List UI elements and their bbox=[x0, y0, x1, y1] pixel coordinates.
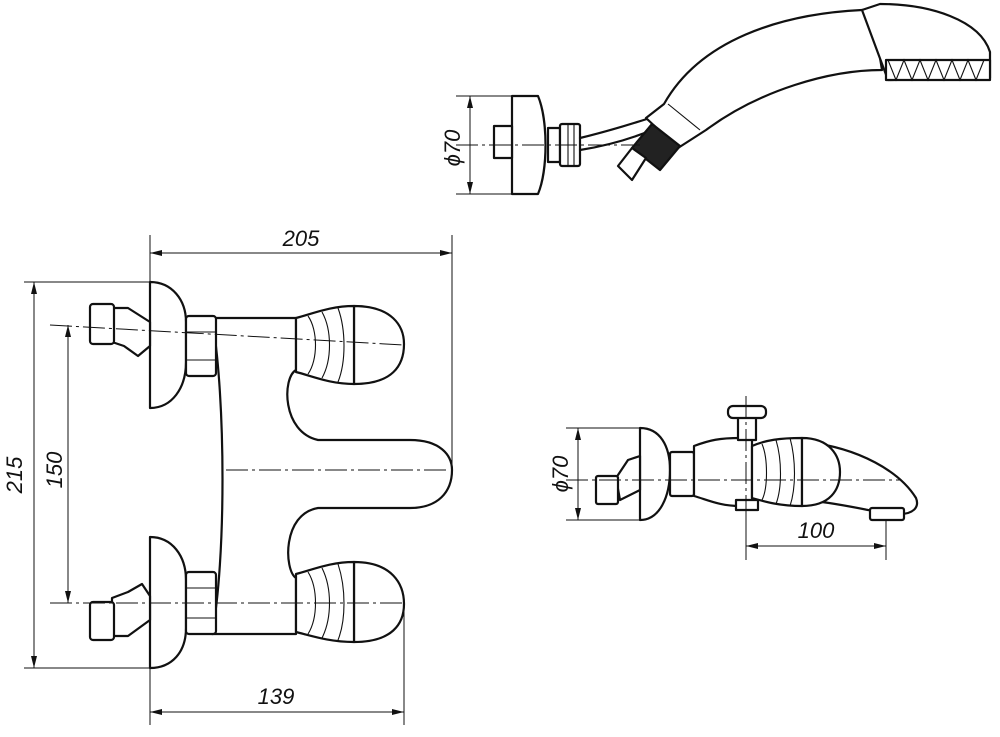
shower-connector-block bbox=[630, 122, 682, 172]
side-view-dimensions: ϕ70 100 bbox=[548, 427, 887, 560]
diverter-knob bbox=[726, 404, 768, 420]
shower-hose bbox=[578, 116, 652, 140]
shower-head-nozzles bbox=[884, 58, 992, 82]
top-hex-nut bbox=[184, 314, 218, 378]
bottom-handle-knob bbox=[352, 560, 406, 644]
front-view-dimensions: 205 215 150 139 bbox=[2, 226, 453, 725]
dim-bracket-diameter: ϕ70 bbox=[440, 129, 465, 166]
dim-inlet-spacing-150: 150 bbox=[42, 451, 67, 488]
side-handle-knob bbox=[800, 436, 842, 508]
shower-dimensions: ϕ70 bbox=[440, 95, 512, 195]
mixer-body bbox=[210, 316, 454, 636]
bottom-eccentric-connector bbox=[110, 582, 152, 638]
shower-handle bbox=[644, 8, 884, 150]
top-inlet-nut bbox=[88, 302, 116, 346]
dim-spout-length-100: 100 bbox=[798, 518, 835, 543]
bottom-handle-grip bbox=[294, 560, 356, 644]
diverter-stem bbox=[736, 414, 758, 442]
dim-width-205: 205 bbox=[282, 226, 320, 251]
top-handle-knob bbox=[352, 304, 406, 386]
spout-outlet bbox=[868, 506, 906, 522]
side-inlet-nut bbox=[594, 474, 620, 506]
bracket-button bbox=[492, 124, 514, 160]
dim-height-215: 215 bbox=[2, 456, 27, 494]
dim-flange-diameter-side: ϕ70 bbox=[548, 455, 573, 492]
side-body bbox=[692, 436, 754, 508]
top-eccentric-connector bbox=[110, 306, 152, 358]
top-wall-flange bbox=[148, 280, 188, 410]
side-hex-nut bbox=[668, 450, 696, 498]
top-handle-grip bbox=[294, 304, 356, 386]
side-view-mixer bbox=[566, 396, 919, 522]
dim-depth-139: 139 bbox=[258, 684, 295, 709]
diverter-bottom bbox=[734, 498, 760, 512]
front-view-mixer bbox=[49, 280, 454, 670]
hand-shower-assembly bbox=[456, 2, 992, 196]
bottom-inlet-nut bbox=[88, 600, 116, 642]
side-wall-flange bbox=[638, 426, 672, 522]
